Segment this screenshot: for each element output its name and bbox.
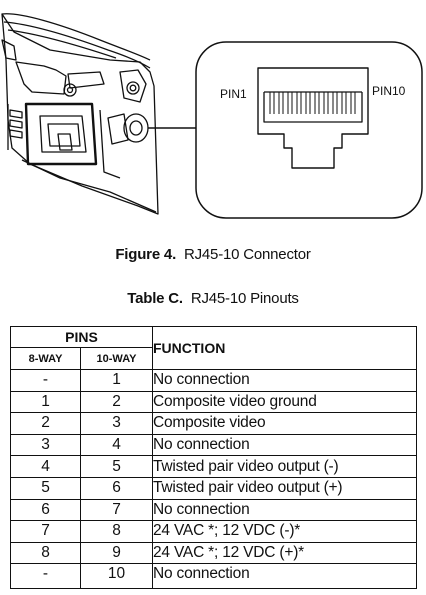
table-row: 2 3 Composite video: [10, 412, 417, 435]
table-row: 6 7 No connection: [10, 498, 417, 522]
pin-10way: 6: [80, 476, 153, 500]
pin-8way: 7: [10, 520, 81, 543]
pin-10way: 4: [80, 433, 153, 457]
table-row: 7 8 24 VAC *; 12 VDC (-)*: [10, 520, 417, 543]
pin-10way: 2: [80, 390, 153, 414]
figure-caption-prefix: Figure 4.: [115, 246, 177, 263]
pin10-label: PIN10: [372, 84, 406, 98]
pin-function: No connection: [152, 563, 417, 590]
pin-function: No connection: [152, 369, 417, 392]
pin-8way: 5: [10, 476, 81, 500]
table-caption: Table C. RJ45-10 Pinouts: [0, 290, 426, 307]
pin-function: No connection: [152, 433, 417, 457]
pin-10way: 3: [80, 412, 153, 435]
table-row: 3 4 No connection: [10, 433, 417, 457]
pin-function: 24 VAC *; 12 VDC (-)*: [152, 520, 417, 543]
pin-8way: 4: [10, 455, 81, 478]
pins-header: PINS: [10, 326, 153, 348]
function-header: FUNCTION: [152, 326, 417, 370]
pin-8way: 3: [10, 433, 81, 457]
pin-10way: 9: [80, 541, 153, 565]
pin1-label: PIN1: [220, 87, 247, 101]
pin-8way: -: [10, 563, 81, 590]
pin-function: Composite video ground: [152, 390, 417, 414]
pin-8way: -: [10, 369, 81, 392]
table-row: - 1 No connection: [10, 369, 417, 392]
pin-10way: 1: [80, 369, 153, 392]
pin-function: Composite video: [152, 412, 417, 435]
pinouts-table: PINS FUNCTION 8-WAY 10-WAY - 1 No connec…: [10, 326, 417, 590]
pin-8way: 2: [10, 412, 81, 435]
pin-function: Twisted pair video output (-): [152, 455, 417, 478]
table-caption-prefix: Table C.: [127, 290, 183, 307]
table-row: 1 2 Composite video ground: [10, 390, 417, 414]
table-row: - 10 No connection: [10, 563, 417, 590]
pin-function: No connection: [152, 498, 417, 522]
pin-10way: 7: [80, 498, 153, 522]
table-row: 8 9 24 VAC *; 12 VDC (+)*: [10, 541, 417, 565]
table-row: 4 5 Twisted pair video output (-): [10, 455, 417, 478]
pin-function: 24 VAC *; 12 VDC (+)*: [152, 541, 417, 565]
10way-header: 10-WAY: [80, 347, 153, 370]
8way-header: 8-WAY: [10, 347, 81, 370]
table-caption-text: RJ45-10 Pinouts: [190, 290, 299, 307]
figure-caption-text: RJ45-10 Connector: [183, 246, 311, 263]
camera-body-illustration: [1, 13, 196, 215]
figure-caption: Figure 4. RJ45-10 Connector: [0, 246, 426, 263]
pin-10way: 8: [80, 520, 153, 543]
pin-function: Twisted pair video output (+): [152, 476, 417, 500]
pin-8way: 8: [10, 541, 81, 565]
pin-10way: 5: [80, 455, 153, 478]
pin-8way: 1: [10, 390, 81, 414]
table-row: 5 6 Twisted pair video output (+): [10, 476, 417, 500]
rj45-connector-figure: PIN1 PIN10: [1, 13, 423, 219]
rj45-connector-detail: [195, 41, 423, 219]
pin-8way: 6: [10, 498, 81, 522]
pin-10way: 10: [80, 563, 153, 590]
